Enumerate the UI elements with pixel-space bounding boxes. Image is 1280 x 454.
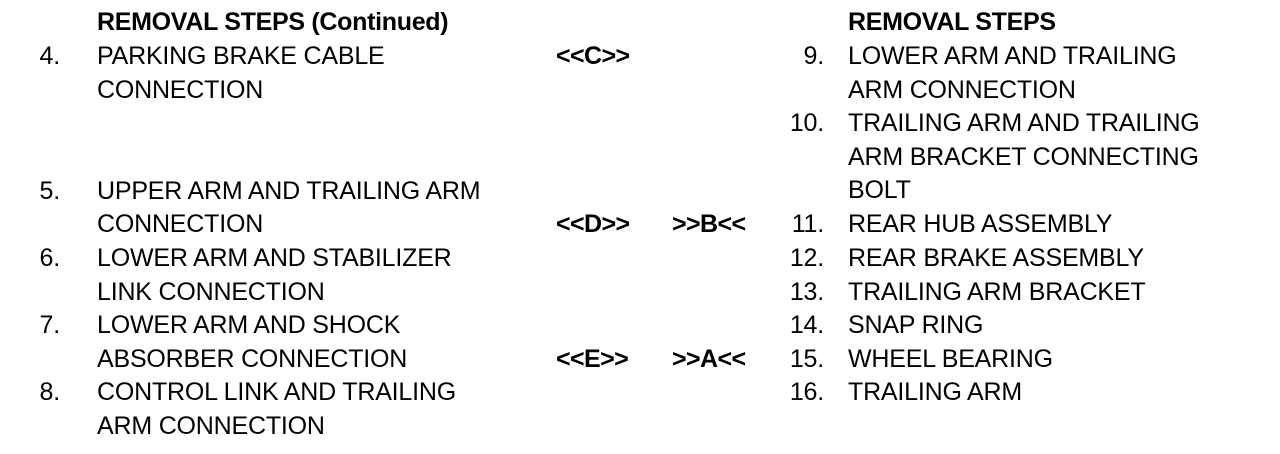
step-number: 13. xyxy=(789,278,824,306)
step-text-line: REAR HUB ASSEMBLY xyxy=(848,210,1113,238)
step-text-line: ABSORBER CONNECTION xyxy=(97,345,408,373)
step-number: 9. xyxy=(803,42,825,70)
step-number: 5. xyxy=(39,177,61,205)
step-text-line: TRAILING ARM xyxy=(848,378,1023,406)
step-text-line: CONTROL LINK AND TRAILING xyxy=(97,378,456,406)
step-text-line: TRAILING ARM BRACKET xyxy=(848,278,1146,306)
step-text-line: WHEEL BEARING xyxy=(848,345,1053,373)
step-number: 4. xyxy=(39,42,61,70)
left-column-header: REMOVAL STEPS (Continued) xyxy=(97,8,449,36)
step-text-line: PARKING BRAKE CABLE xyxy=(97,42,385,70)
callout-marker-a: >>A<< xyxy=(672,345,746,373)
step-number: 7. xyxy=(39,311,61,339)
step-number: 16. xyxy=(789,378,824,406)
step-number: 14. xyxy=(789,311,824,339)
callout-marker-d: <<D>> xyxy=(556,210,630,238)
step-text-line: BOLT xyxy=(848,176,911,204)
step-text-line: UPPER ARM AND TRAILING ARM xyxy=(97,177,481,205)
callout-marker-c: <<C>> xyxy=(556,42,630,70)
step-text-line: CONNECTION xyxy=(97,76,264,104)
step-text-line: ARM BRACKET CONNECTING xyxy=(848,143,1199,171)
step-text-line: LOWER ARM AND SHOCK xyxy=(97,311,401,339)
step-text-line: SNAP RING xyxy=(848,311,984,339)
step-number: 12. xyxy=(789,244,824,272)
step-text-line: LOWER ARM AND TRAILING xyxy=(848,42,1177,70)
step-text-line: LOWER ARM AND STABILIZER xyxy=(97,244,452,272)
step-number: 10. xyxy=(789,109,824,137)
right-column-header: REMOVAL STEPS xyxy=(848,8,1056,36)
step-number: 8. xyxy=(39,378,61,406)
callout-marker-e: <<E>> xyxy=(556,345,629,373)
step-text-line: REAR BRAKE ASSEMBLY xyxy=(848,244,1144,272)
step-number: 11. xyxy=(791,210,825,238)
step-text-line: LINK CONNECTION xyxy=(97,278,325,306)
callout-marker-b: >>B<< xyxy=(672,210,746,238)
step-number: 6. xyxy=(39,244,61,272)
step-number: 15. xyxy=(789,345,824,373)
step-text-line: CONNECTION xyxy=(97,210,264,238)
step-text-line: ARM CONNECTION xyxy=(97,412,325,440)
step-text-line: ARM CONNECTION xyxy=(848,76,1076,104)
step-text-line: TRAILING ARM AND TRAILING xyxy=(848,109,1200,137)
